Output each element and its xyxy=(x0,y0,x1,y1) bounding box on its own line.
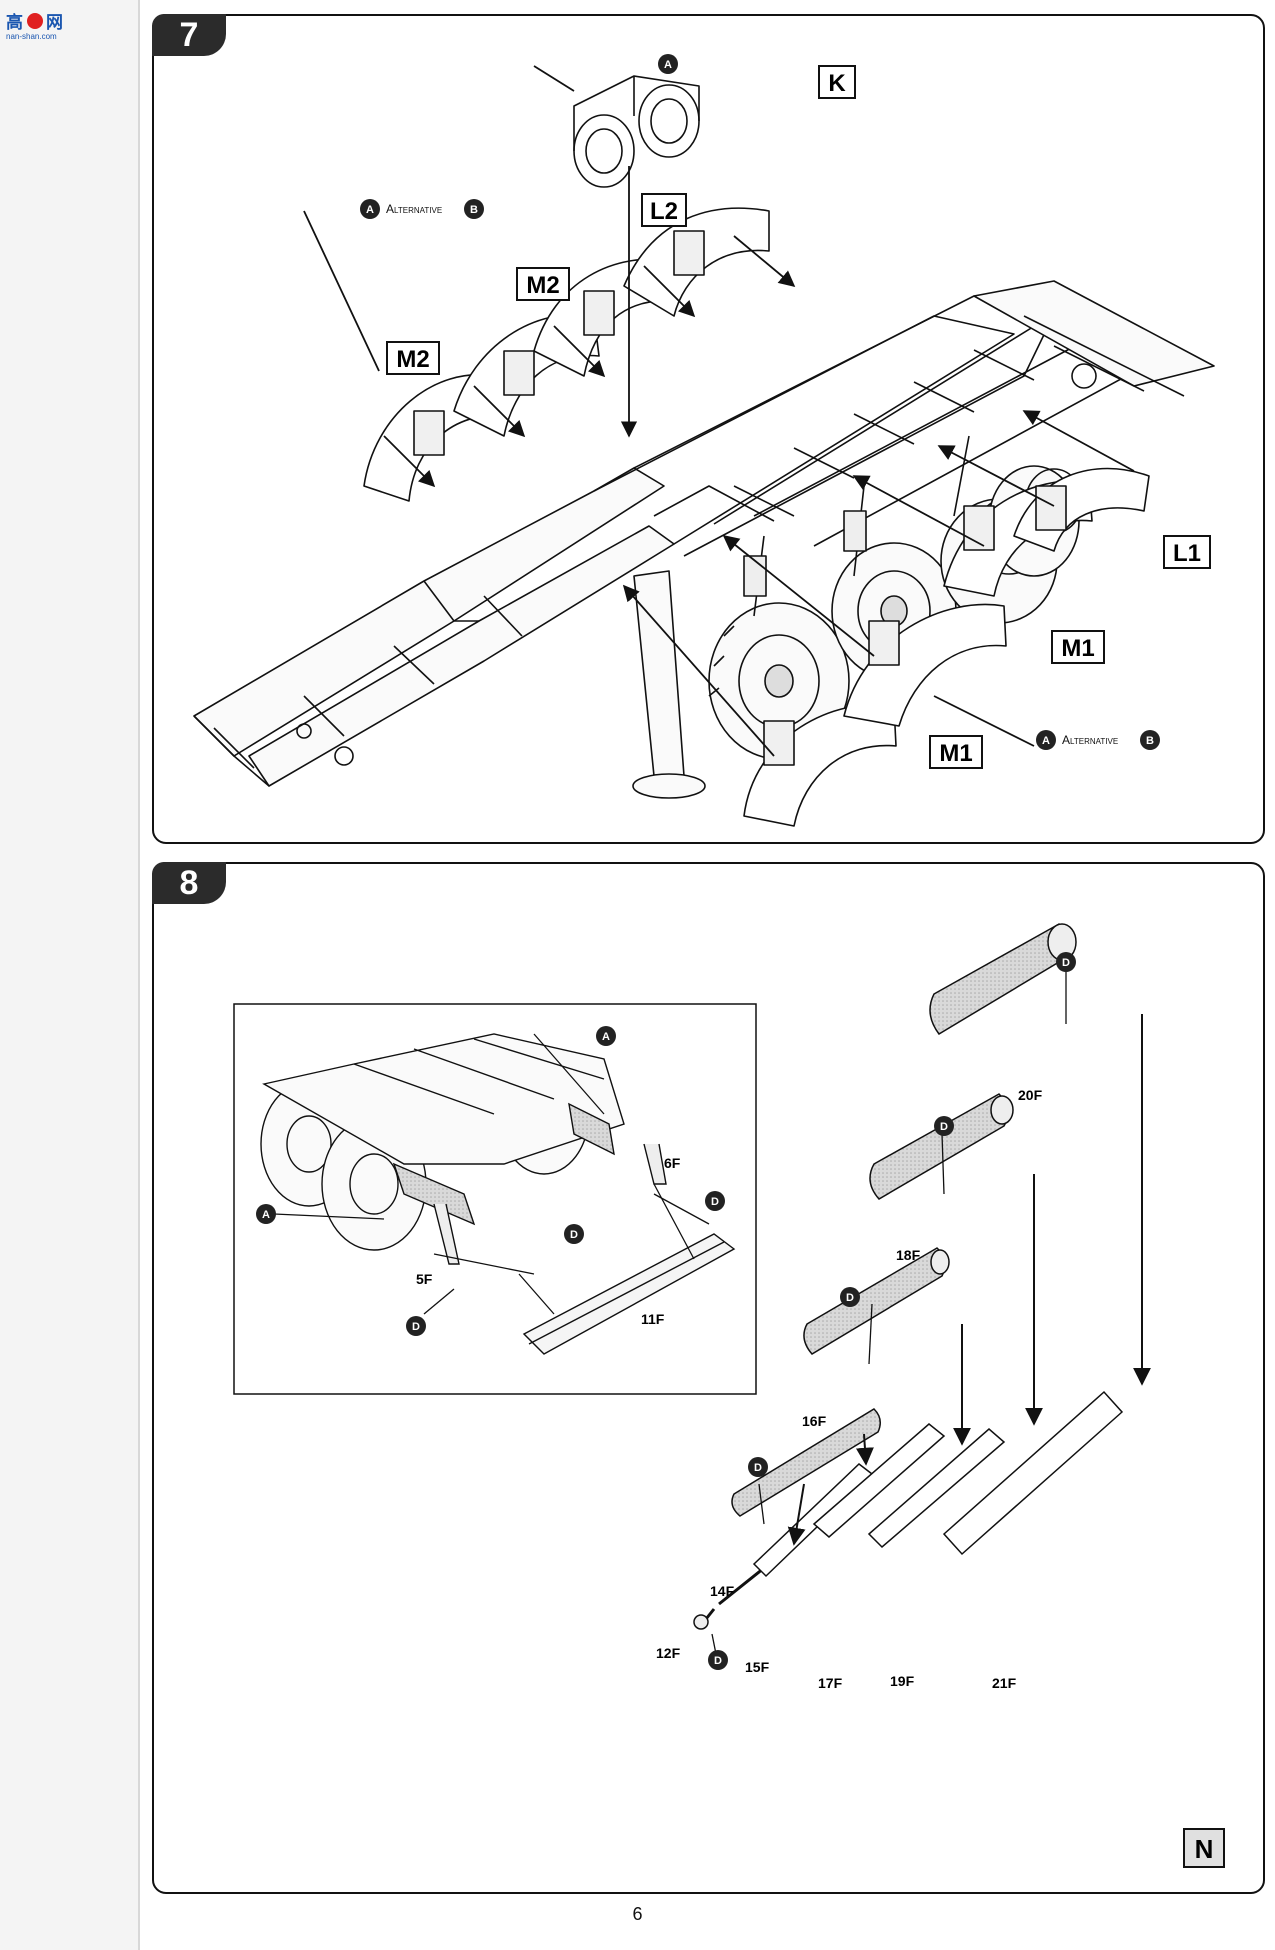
label-m2-lower: M2 xyxy=(396,346,429,373)
step-7-number: 7 xyxy=(152,14,226,56)
inset-detail: A A D D D 6F 5F 11F xyxy=(233,1003,757,1395)
inset-callout-a-left: A xyxy=(262,1209,270,1221)
label-k: K xyxy=(828,70,846,97)
step-7-diagram: K L2 M2 M2 L1 M1 M1 A A Alternative B A … xyxy=(193,54,1215,827)
inset-callout-d-bar: D xyxy=(570,1229,578,1241)
callout-a-top: A xyxy=(664,59,672,71)
label-m1-lower: M1 xyxy=(939,740,972,767)
inset-callout-d-right: D xyxy=(711,1196,719,1208)
inset-callout-a-top: A xyxy=(602,1031,610,1043)
part-17f-label: 17F xyxy=(818,1675,843,1691)
inset-part-5f: 5F xyxy=(416,1271,433,1287)
watermark-logo: 高 网 nan-shan.com xyxy=(4,8,72,42)
inset-part-6f: 6F xyxy=(664,1155,681,1171)
svg-text:网: 网 xyxy=(46,13,63,32)
label-l1: L1 xyxy=(1173,540,1201,567)
part-16f-shape xyxy=(803,1247,946,1355)
svg-text:高: 高 xyxy=(6,12,23,32)
part-21f-label: 21F xyxy=(992,1675,1017,1691)
callout-alt-left-text: Alternative xyxy=(386,202,442,216)
label-l2: L2 xyxy=(650,198,678,225)
part-16f-label: 16F xyxy=(802,1413,827,1429)
callout-alt-right-text: Alternative xyxy=(1062,733,1118,747)
part-18f-shape xyxy=(869,1093,1009,1200)
inset-part-11f: 11F xyxy=(641,1311,665,1327)
step-7-panel: 7 xyxy=(152,14,1265,844)
part-15f-label: 15F xyxy=(745,1659,770,1675)
step-8-number: 8 xyxy=(152,862,226,904)
callout-alt-right-b: B xyxy=(1146,735,1154,747)
label-m2-upper: M2 xyxy=(526,272,559,299)
part-19f-label: 19F xyxy=(890,1673,915,1689)
step-8-panel: 8 xyxy=(152,862,1265,1894)
tube-callout-d-20: D xyxy=(1062,957,1070,969)
part-18f-label: 18F xyxy=(896,1247,921,1263)
callout-alt-left-b: B xyxy=(470,204,478,216)
watermark-site-text: nan-shan.com xyxy=(6,32,57,41)
part-14f-shape xyxy=(731,1408,881,1517)
tube-callout-d-12: D xyxy=(714,1655,722,1667)
margin-strip xyxy=(0,0,140,1950)
corner-letter-n: N xyxy=(1195,1834,1214,1864)
part-12f-label: 12F xyxy=(656,1645,681,1661)
tube-callout-d-14: D xyxy=(754,1462,762,1474)
tube-callout-d-16: D xyxy=(846,1292,854,1304)
label-m1-upper: M1 xyxy=(1061,635,1094,662)
part-20f-label: 20F xyxy=(1018,1087,1043,1103)
callout-alt-left-a: A xyxy=(366,204,374,216)
tube-callout-d-18: D xyxy=(940,1121,948,1133)
page-number: 6 xyxy=(632,1904,643,1924)
step-8-diagram: A A D D D 6F 5F 11F xyxy=(233,923,1225,1868)
inset-callout-d-bottom: D xyxy=(412,1321,420,1333)
callout-alt-right-a: A xyxy=(1042,735,1050,747)
part-14f-label: 14F xyxy=(710,1583,735,1599)
